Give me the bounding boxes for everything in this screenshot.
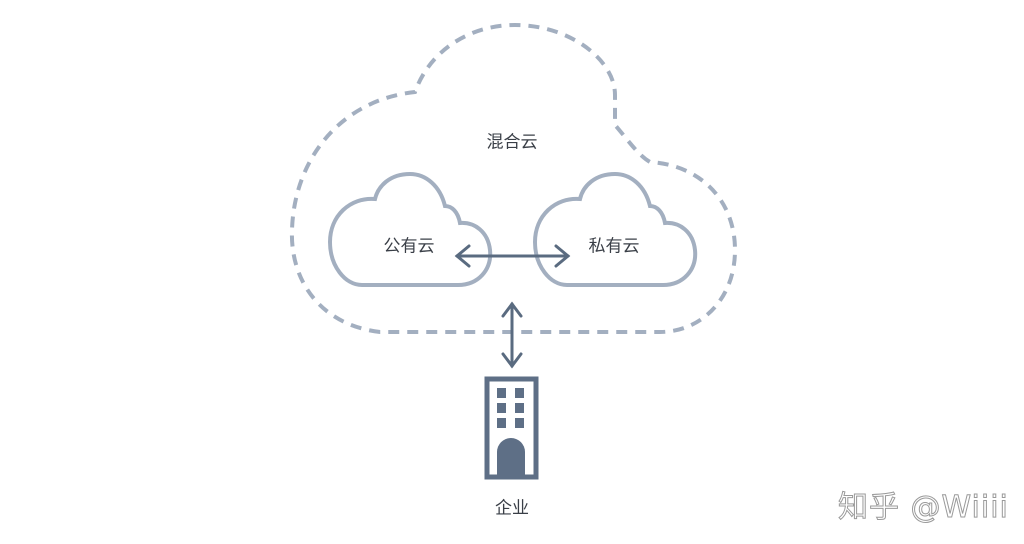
hybrid-cloud-dashed-outline (289, 22, 738, 334)
bidirectional-arrow-horizontal (454, 244, 571, 268)
public-cloud-shape (327, 171, 493, 287)
watermark: 知乎 @Wiiii (838, 490, 1009, 526)
hybrid-cloud-label: 混合云 (486, 132, 538, 153)
building-icon (484, 376, 539, 480)
private-cloud-label: 私有云 (588, 236, 640, 257)
enterprise-label: 企业 (495, 498, 529, 519)
public-cloud-label: 公有云 (383, 236, 435, 257)
bidirectional-arrow-vertical (501, 301, 523, 369)
private-cloud-shape (532, 171, 698, 287)
